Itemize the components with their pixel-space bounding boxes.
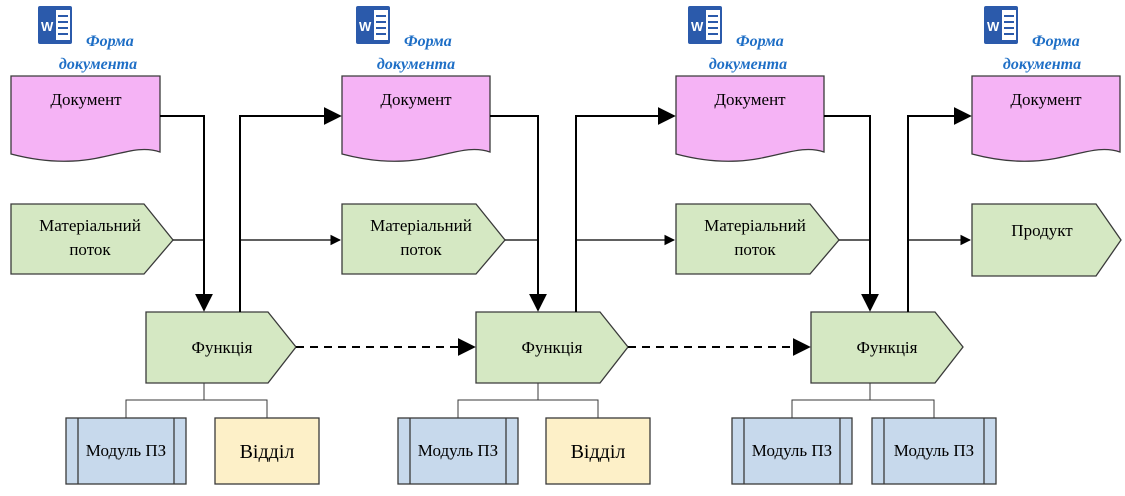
- document-shape: [675, 75, 825, 162]
- function-label: Функція: [857, 338, 918, 357]
- software-module-label: Модуль ПЗ: [752, 441, 832, 460]
- word-icon-letter: W: [987, 19, 1000, 34]
- document-label: Документ: [1010, 90, 1082, 109]
- form-label-line1: Форма: [404, 33, 452, 50]
- resource-bracket: [791, 399, 935, 418]
- resource-bracket: [125, 399, 268, 418]
- software-module-box: [65, 417, 187, 485]
- document-shape: [10, 75, 161, 162]
- word-icon-letter: W: [359, 19, 372, 34]
- connector-arrow: [575, 107, 676, 312]
- form-label-line2: документа: [377, 56, 455, 73]
- software-module-label: Модуль ПЗ: [86, 441, 166, 460]
- connector-arrow: [160, 115, 213, 312]
- software-module-label: Модуль ПЗ: [894, 441, 974, 460]
- material-flow-label-line1: Матеріальний: [370, 216, 472, 235]
- material-flow-label-line2: поток: [400, 240, 442, 259]
- function-shape: [145, 311, 297, 384]
- connector-arrow: [239, 107, 342, 312]
- material-flow-label-line1: Матеріальний: [704, 216, 806, 235]
- document-label: Документ: [714, 90, 786, 109]
- department-box: [545, 417, 651, 485]
- word-icon-group: W: [38, 6, 72, 44]
- word-icon-letter: W: [691, 19, 704, 34]
- material-flow-label-line2: поток: [734, 240, 776, 259]
- software-module-box: [871, 417, 997, 485]
- product-shape: [971, 203, 1122, 277]
- document-shape: [341, 75, 491, 162]
- department-box: [214, 417, 320, 485]
- function-label: Функція: [522, 338, 583, 357]
- material-flow-shape: [10, 203, 174, 275]
- material-flow-shape: [341, 203, 506, 275]
- material-flow-label-line2: поток: [69, 240, 111, 259]
- form-label-line2: документа: [709, 56, 787, 73]
- word-icon-group: W: [688, 6, 722, 44]
- software-module-box: [397, 417, 519, 485]
- function-shape: [475, 311, 629, 384]
- department-label: Відділ: [240, 441, 295, 463]
- function-label: Функція: [192, 338, 253, 357]
- software-module-label: Модуль ПЗ: [418, 441, 498, 460]
- word-icon-group: W: [984, 6, 1018, 44]
- document-label: Документ: [380, 90, 452, 109]
- connector-arrow: [824, 115, 879, 312]
- form-label-line1: Форма: [1032, 33, 1080, 50]
- department-label: Відділ: [571, 441, 626, 463]
- material-flow-shape: [675, 203, 840, 275]
- form-label-line2: документа: [1003, 56, 1081, 73]
- form-label-line2: документа: [59, 56, 137, 73]
- product-label: Продукт: [1011, 221, 1073, 240]
- word-icon-page: [56, 10, 70, 40]
- document-shape: [971, 75, 1121, 162]
- connector-arrow: [907, 107, 972, 312]
- form-label-line1: Форма: [736, 33, 784, 50]
- function-shape: [810, 311, 964, 384]
- software-module-box: [731, 417, 853, 485]
- word-icon-letter: W: [41, 19, 54, 34]
- material-flow-label-line1: Матеріальний: [39, 216, 141, 235]
- word-icon-group: W: [356, 6, 390, 44]
- form-label-line1: Форма: [86, 33, 134, 50]
- connector-arrow: [490, 115, 547, 312]
- resource-bracket: [457, 399, 599, 418]
- document-label: Документ: [50, 90, 122, 109]
